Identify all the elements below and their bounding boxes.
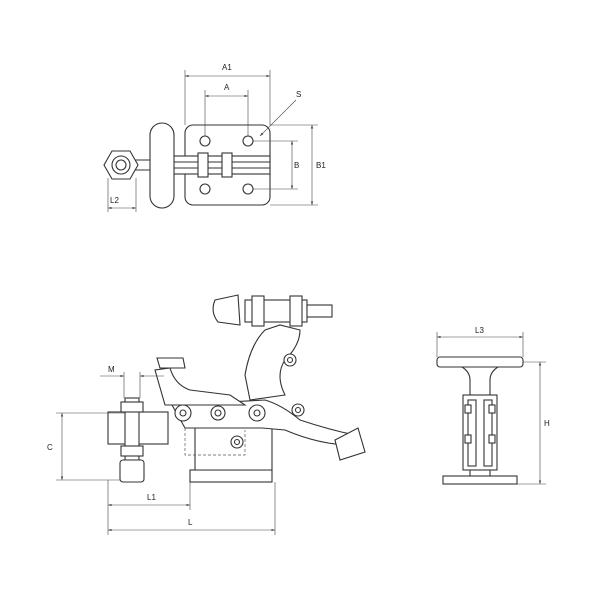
dim-label-b1: B1 (316, 161, 326, 170)
spindle-nut (103, 150, 139, 180)
clamp-arm (169, 155, 271, 175)
base-end (442, 475, 518, 485)
spindle-pad-front (119, 459, 145, 483)
dim-label-l3: L3 (475, 326, 484, 335)
lever-upper (244, 324, 301, 401)
dim-label-s: S (296, 90, 301, 99)
handle-end (436, 356, 524, 368)
dim-label-l2: L2 (110, 196, 119, 205)
spindle-pad (334, 427, 366, 461)
handle-top (149, 122, 175, 209)
side-view: M C L1 L (47, 294, 366, 535)
dim-label-h: H (544, 419, 550, 428)
dim-label-l1: L1 (147, 493, 156, 502)
dim-label-b: B (294, 161, 299, 170)
dim-label-a1: A1 (222, 63, 232, 72)
dim-label-m: M (108, 365, 115, 374)
top-view: A1 A S B B1 L2 (103, 63, 326, 212)
handle (154, 367, 247, 406)
dim-label-c: C (47, 443, 53, 452)
top-pad (212, 294, 241, 326)
base-flange (189, 469, 273, 483)
dim-label-l: L (188, 518, 193, 527)
handle-grip (156, 357, 186, 369)
end-view: L3 H (436, 326, 550, 485)
dim-label-a: A (224, 83, 230, 92)
